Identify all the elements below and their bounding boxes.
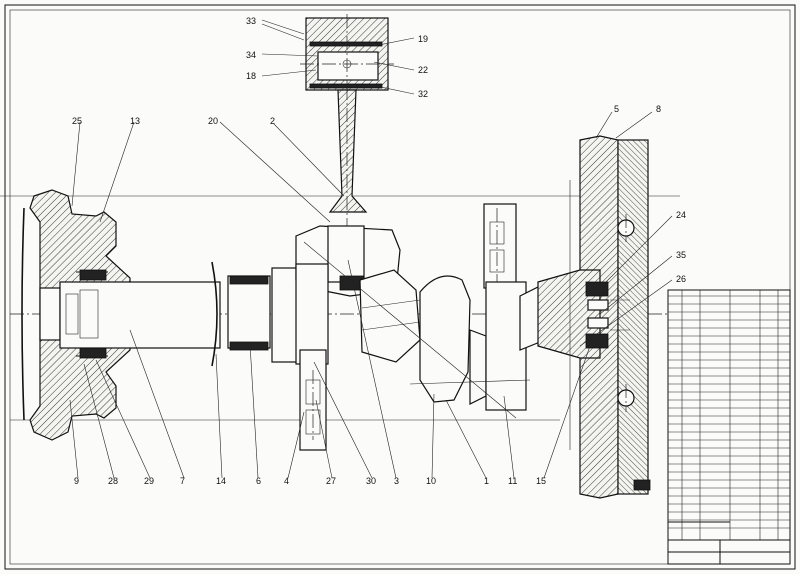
crank-throw-2: [359, 269, 471, 403]
leader-lines: [69, 19, 673, 479]
callout-10: 10: [426, 476, 436, 486]
callout-27: 27: [326, 476, 336, 486]
callout-25: 25: [72, 116, 82, 126]
callout-29: 29: [144, 476, 154, 486]
callout-22: 22: [418, 65, 428, 75]
callout-20: 20: [208, 116, 218, 126]
callout-24: 24: [676, 210, 686, 220]
callout-30: 30: [366, 476, 376, 486]
callout-3: 3: [394, 476, 399, 486]
callout-35: 35: [676, 250, 686, 260]
callout-6: 6: [256, 476, 261, 486]
callout-18: 18: [246, 71, 256, 81]
crank-throw-3: [469, 203, 541, 411]
outer-frame: [4, 4, 796, 570]
title-block: [667, 289, 791, 565]
callout-11: 11: [508, 476, 517, 486]
callout-1: 1: [484, 476, 489, 486]
callout-15: 15: [536, 476, 546, 486]
connecting-rod: [328, 86, 368, 296]
title-block-rows: [668, 295, 790, 564]
front-shaft: [59, 261, 271, 367]
callout-14: 14: [216, 476, 226, 486]
callout-9: 9: [74, 476, 79, 486]
callout-26: 26: [676, 274, 686, 284]
callout-33: 33: [246, 16, 256, 26]
inner-frame: [9, 9, 791, 565]
callout-32: 32: [418, 89, 428, 99]
flywheel: [537, 135, 651, 499]
callout-28: 28: [108, 476, 118, 486]
callout-34: 34: [246, 50, 256, 60]
callout-19: 19: [418, 34, 428, 44]
callout-13: 13: [130, 116, 140, 126]
callout-2: 2: [270, 116, 275, 126]
callout-7: 7: [180, 476, 185, 486]
piston-assembly: [300, 14, 394, 94]
callout-5: 5: [614, 104, 619, 114]
callout-4: 4: [284, 476, 289, 486]
callout-8: 8: [656, 104, 661, 114]
